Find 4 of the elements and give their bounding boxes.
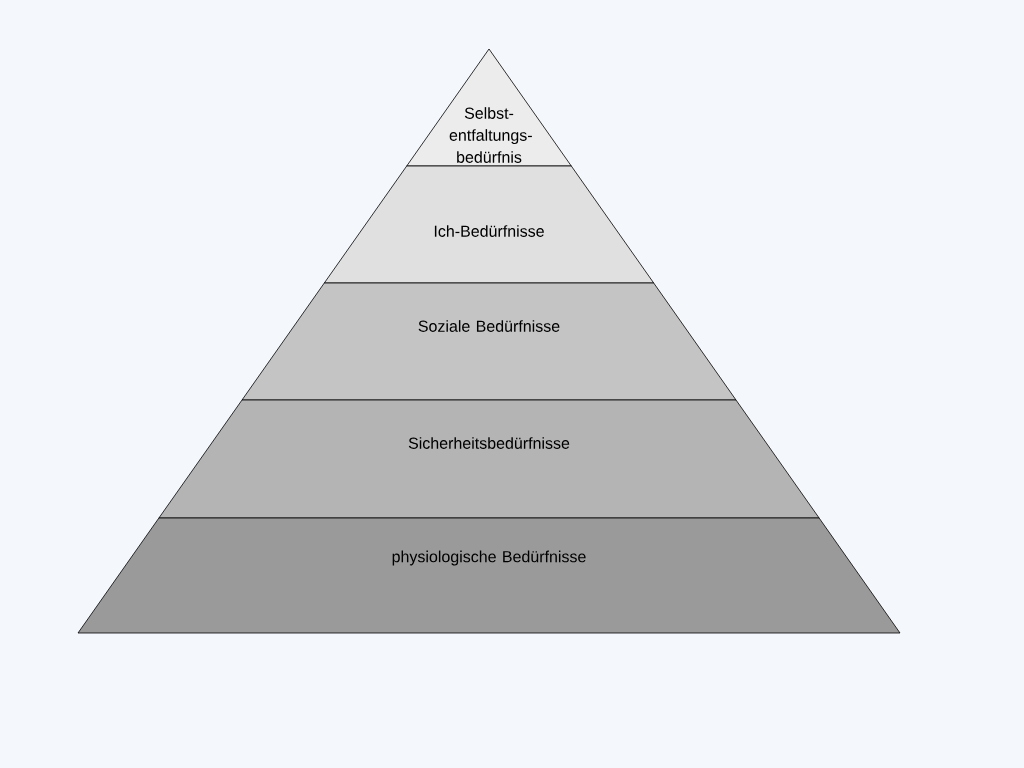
pyramid-level: Soziale Bedürfnisse — [241, 282, 737, 401]
pyramid-level: Sicherheitsbedürfnisse — [158, 399, 820, 519]
pyramid-level: Ich-Bedürfnisse — [323, 165, 655, 284]
pyramid-level: Selbst- entfaltungs- bedürfnis — [406, 48, 572, 167]
